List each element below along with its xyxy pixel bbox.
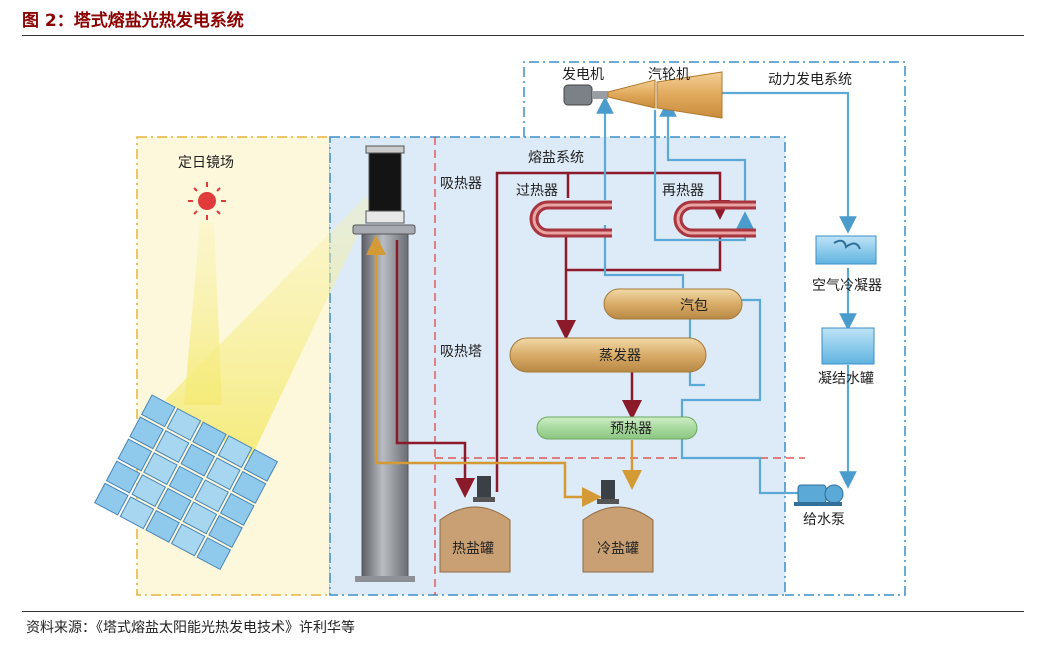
- label-hot-tank: 热盐罐: [452, 541, 494, 557]
- feed-water-return: [680, 432, 830, 495]
- evaporator: [509, 337, 707, 373]
- cold-salt-tank: [582, 480, 654, 573]
- label-turbine: 汽轮机: [648, 67, 690, 83]
- receiver-bottom: [365, 210, 405, 224]
- cold-salt-return: [376, 461, 602, 507]
- turbine-lp: [656, 71, 723, 119]
- figure-source: 资料来源：《塔式熔盐太阳能光热发电技术》许利华等: [26, 620, 355, 636]
- drum-steam-up: [603, 225, 685, 288]
- superheater-exchanger: [529, 200, 612, 238]
- absorber-tower: [361, 231, 409, 579]
- reheater-to-turbine: [659, 99, 747, 205]
- preheater: [536, 416, 698, 440]
- top-rule: [22, 35, 1024, 36]
- reheater-exchanger: [673, 200, 756, 238]
- bottom-rule: [22, 611, 1024, 612]
- label-receiver: 吸热器: [440, 176, 482, 192]
- preheater-to-drum: [680, 298, 762, 420]
- receiver-body: [368, 149, 402, 214]
- label-cold-tank: 冷盐罐: [597, 541, 639, 557]
- hot-salt-up-pipe: [495, 171, 730, 492]
- hot-salt-tank: [439, 476, 511, 573]
- receiver-top: [365, 145, 405, 154]
- steam-drum: [603, 288, 743, 320]
- label-tower: 吸热塔: [440, 344, 482, 360]
- label-condensate-tank: 凝结水罐: [818, 371, 874, 387]
- label-generator: 发电机: [562, 67, 604, 83]
- label-steam-drum: 汽包: [680, 298, 708, 314]
- figure-title: 图 2：塔式熔盐光热发电系统: [22, 11, 244, 31]
- label-power-system: 动力发电系统: [768, 72, 852, 88]
- tower-cap: [352, 224, 416, 235]
- label-heliostat-field: 定日镜场: [178, 155, 234, 171]
- label-superheater: 过热器: [516, 183, 558, 199]
- feed-pump-unit: [794, 484, 844, 506]
- turbine-hp: [607, 79, 656, 109]
- sun-icon: [188, 182, 226, 220]
- air-condenser-unit: [815, 235, 877, 265]
- heliostat-mirrors: [94, 394, 279, 570]
- label-feed-pump: 给水泵: [803, 512, 845, 528]
- label-preheater: 预热器: [610, 421, 652, 437]
- label-evaporator: 蒸发器: [599, 348, 641, 364]
- power-system-zone: [523, 61, 906, 596]
- label-reheater: 再热器: [662, 183, 704, 199]
- generator-unit: [563, 84, 608, 106]
- reflected-beam: [165, 196, 372, 460]
- turbine-exhaust: [720, 91, 857, 234]
- label-air-condenser: 空气冷凝器: [812, 278, 882, 294]
- reheater-to-evaporator: [566, 235, 722, 272]
- tower-base: [355, 576, 415, 582]
- hot-salt-down-pipe: [395, 240, 475, 498]
- label-molten-salt-system: 熔盐系统: [528, 150, 584, 166]
- condensate-tank: [821, 327, 875, 365]
